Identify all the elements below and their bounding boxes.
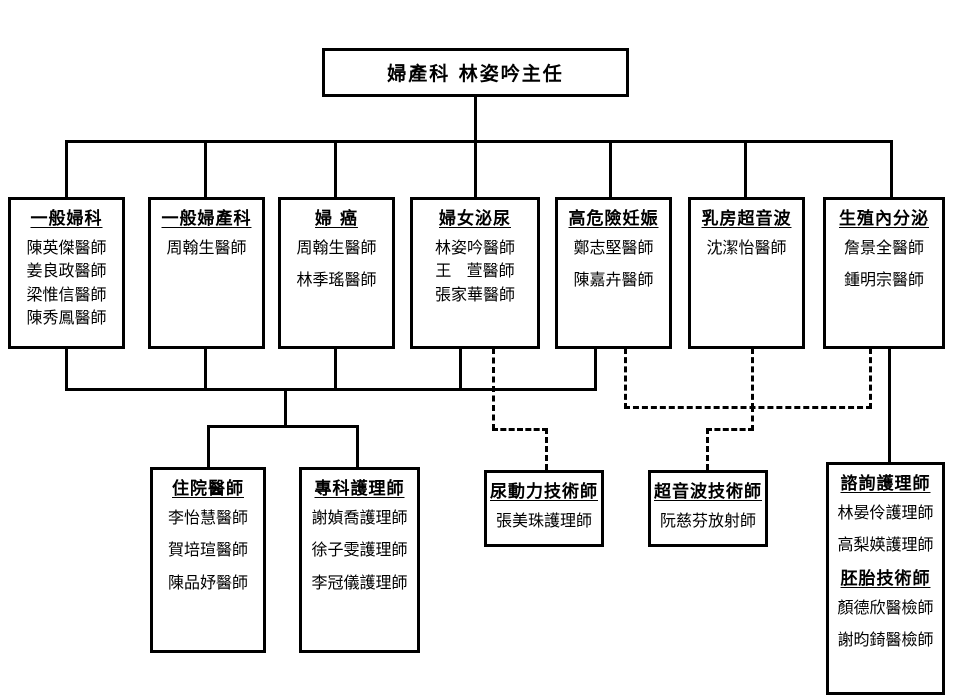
member: 王 萱醫師 (435, 261, 515, 281)
member: 林晏伶護理師 (837, 503, 934, 523)
member: 謝昀錡醫檢師 (837, 630, 934, 650)
member: 陳嘉卉醫師 (573, 270, 654, 290)
member-list-2: 顏德欣醫檢師 謝昀錡醫檢師 (829, 596, 942, 651)
node-nurse-practitioners[interactable]: 專科護理師 謝媜喬護理師 徐子雯護理師 李冠儀護理師 (299, 467, 420, 653)
node-general-gyn[interactable]: 一般婦科 陳英傑醫師 姜良政醫師 梁惟信醫師 陳秀鳳醫師 (8, 197, 125, 349)
member-list: 鄭志堅醫師 陳嘉卉醫師 (558, 236, 669, 291)
node-title: 尿動力技術師 (490, 482, 598, 502)
member: 姜良政醫師 (26, 261, 107, 281)
node-breast-ultrasound[interactable]: 乳房超音波 沈潔怡醫師 (688, 197, 805, 349)
node-title: 住院醫師 (172, 479, 244, 499)
member: 林季瑤醫師 (296, 270, 377, 290)
member: 張美珠護理師 (495, 511, 592, 531)
connector-row1-stub-7 (890, 140, 893, 198)
member-list: 詹景全醫師 鍾明宗醫師 (826, 236, 942, 291)
node-subtitle: 胚胎技術師 (840, 568, 931, 589)
connector-down-stub-4 (459, 348, 462, 391)
member: 詹景全醫師 (843, 238, 924, 258)
node-residents[interactable]: 住院醫師 李怡慧醫師 賀培瑄醫師 陳品妤醫師 (150, 467, 266, 653)
member: 周翰生醫師 (166, 238, 247, 258)
dashed-us-mid-drop (751, 406, 754, 431)
member-list: 周翰生醫師 林季瑤醫師 (281, 236, 392, 291)
member-list: 沈潔怡醫師 (691, 236, 802, 259)
dashed-right-bus (624, 406, 872, 409)
dashed-highrisk-drop (624, 348, 627, 409)
dashed-ultrasound-drop (706, 428, 709, 470)
node-general-obgyn[interactable]: 一般婦產科 周翰生醫師 (148, 197, 265, 349)
member: 謝媜喬護理師 (311, 508, 408, 528)
node-urodynamics-technician[interactable]: 尿動力技術師 張美珠護理師 (484, 470, 604, 547)
connector-row1-stub-6 (744, 140, 747, 198)
node-title: 一般婦科 (30, 209, 103, 229)
node-title: 專科護理師 (314, 479, 405, 499)
member-list: 張美珠護理師 (487, 509, 601, 532)
node-gyn-oncology[interactable]: 婦 癌 周翰生醫師 林季瑤醫師 (278, 197, 395, 349)
dashed-urodynamics-drop (545, 428, 548, 470)
member-list: 林姿吟醫師 王 萱醫師 張家華醫師 (413, 236, 537, 306)
node-title: 高危險妊娠 (568, 209, 659, 229)
member: 沈潔怡醫師 (706, 238, 787, 258)
connector-down-stub-3 (334, 348, 337, 391)
connector-repro-to-consult (888, 348, 891, 470)
connector-root-drop (474, 96, 477, 141)
connector-row1-stub-2 (204, 140, 207, 198)
node-urogynecology[interactable]: 婦女泌尿 林姿吟醫師 王 萱醫師 張家華醫師 (410, 197, 540, 349)
node-title: 諮詢護理師 (840, 474, 931, 494)
connector-row1-stub-1 (65, 140, 68, 198)
member-list: 謝媜喬護理師 徐子雯護理師 李冠儀護理師 (302, 506, 417, 594)
dashed-urogyn-drop (492, 348, 495, 430)
member: 張家華醫師 (434, 284, 515, 304)
connector-row1-stub-5 (609, 140, 612, 198)
connector-down-stub-1 (65, 348, 68, 391)
node-ultrasound-technician[interactable]: 超音波技術師 阮慈芬放射師 (648, 470, 768, 547)
connector-bottom-split-bus (207, 425, 359, 428)
member-list: 周翰生醫師 (151, 236, 262, 259)
node-high-risk-pregnancy[interactable]: 高危險妊娠 鄭志堅醫師 陳嘉卉醫師 (555, 197, 672, 349)
node-title: 乳房超音波 (701, 209, 792, 229)
node-title: 一般婦產科 (161, 209, 252, 229)
member-list: 阮慈芬放射師 (651, 509, 765, 532)
dashed-repro-drop (869, 348, 872, 409)
node-title: 超音波技術師 (654, 482, 762, 502)
node-consultation-nurse[interactable]: 諮詢護理師 林晏伶護理師 高梨媖護理師 胚胎技術師 顏德欣醫檢師 謝昀錡醫檢師 (826, 462, 945, 695)
member: 梁惟信醫師 (26, 284, 107, 304)
member: 周翰生醫師 (296, 238, 377, 258)
member: 林姿吟醫師 (434, 238, 515, 258)
member: 顏德欣醫檢師 (837, 597, 934, 617)
connector-bottom-stub-np (356, 425, 359, 467)
node-reproductive-endocrinology[interactable]: 生殖內分泌 詹景全醫師 鍾明宗醫師 (823, 197, 945, 349)
node-root[interactable]: 婦產科 林姿吟主任 (322, 48, 629, 97)
connector-row1-stub-4 (474, 140, 477, 198)
connector-down-stub-5 (594, 348, 597, 391)
member-list: 李怡慧醫師 賀培瑄醫師 陳品妤醫師 (153, 506, 263, 594)
member: 鍾明宗醫師 (843, 270, 924, 290)
member: 李怡慧醫師 (167, 508, 248, 528)
member: 鄭志堅醫師 (573, 238, 654, 258)
connector-row1-bus (65, 140, 893, 143)
dashed-us-across (706, 428, 754, 431)
dashed-breast-drop (751, 348, 754, 409)
connector-row1-stub-3 (334, 140, 337, 198)
node-title: 生殖內分泌 (839, 209, 929, 229)
connector-down-center-drop (284, 388, 287, 427)
member: 高梨媖護理師 (837, 535, 934, 555)
member: 阮慈芬放射師 (659, 511, 756, 531)
node-root-title: 婦產科 林姿吟主任 (387, 63, 564, 85)
member-list: 林晏伶護理師 高梨媖護理師 (829, 501, 942, 556)
node-title: 婦 癌 (315, 209, 358, 229)
member: 李冠儀護理師 (311, 572, 408, 592)
member-list: 陳英傑醫師 姜良政醫師 梁惟信醫師 陳秀鳳醫師 (11, 236, 122, 329)
member: 陳英傑醫師 (26, 238, 107, 258)
connector-bottom-stub-residents (207, 425, 210, 467)
connector-down-stub-2 (204, 348, 207, 391)
dashed-urogyn-across (492, 428, 548, 431)
connector-down-bus (65, 388, 597, 391)
node-title: 婦女泌尿 (439, 209, 511, 229)
member: 陳秀鳳醫師 (26, 307, 107, 327)
member: 陳品妤醫師 (167, 572, 248, 592)
member: 徐子雯護理師 (311, 540, 408, 560)
member: 賀培瑄醫師 (167, 540, 248, 560)
